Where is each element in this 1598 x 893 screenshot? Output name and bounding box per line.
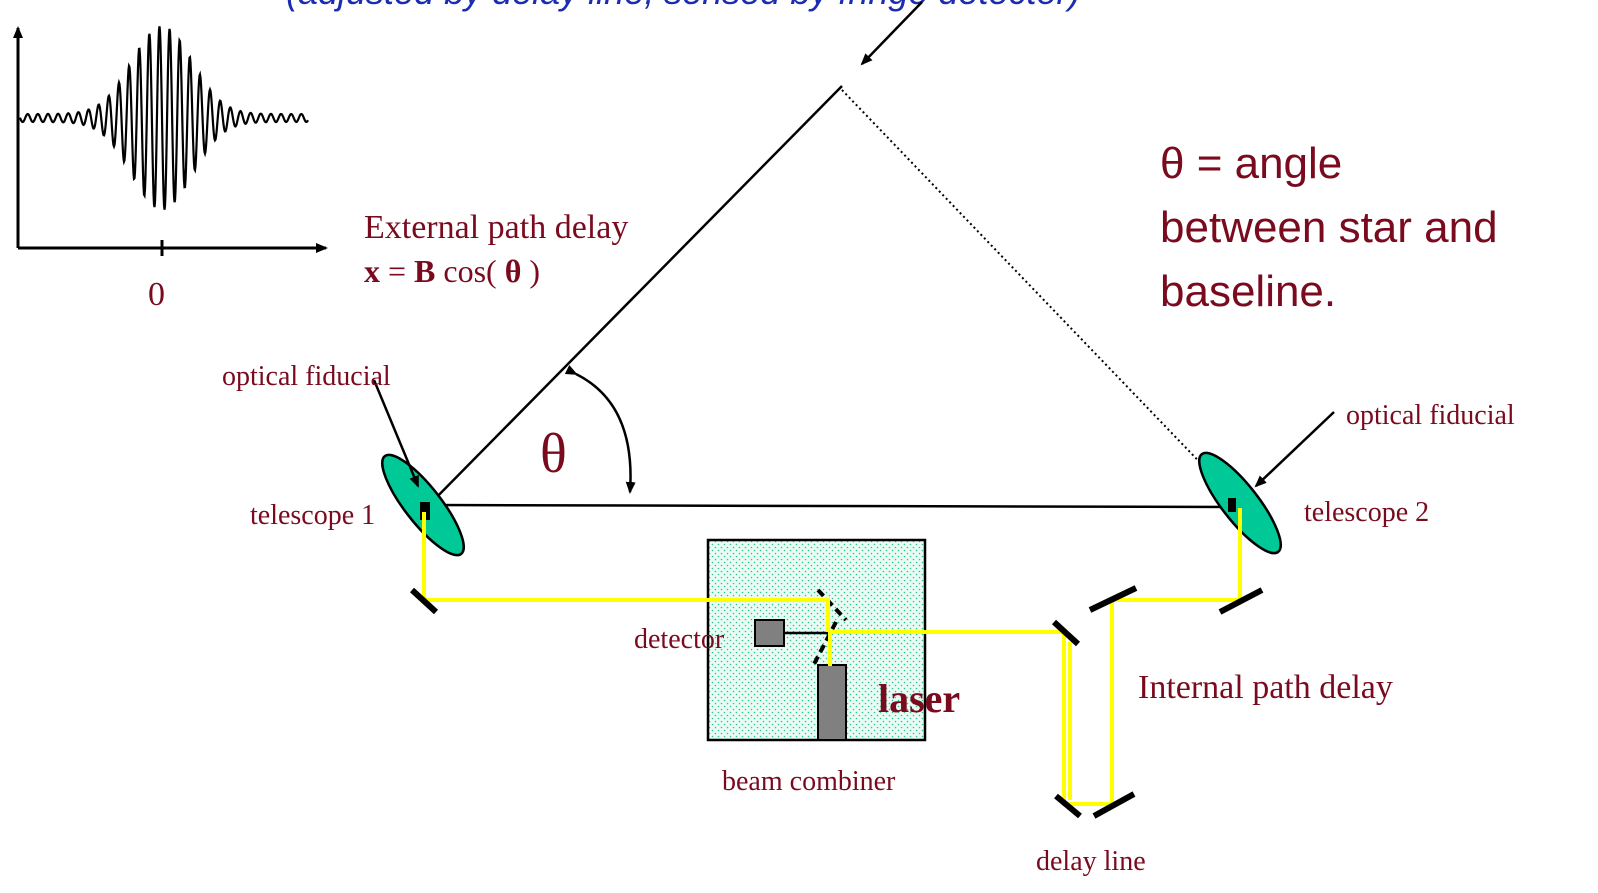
star-ray-arrow [860,1,923,66]
eq-x: x [364,253,380,289]
eq-theta: θ [505,253,522,289]
external-path-equation: x = B cos( θ ) [364,253,540,289]
mirror-delay-bottom-right [1092,791,1136,819]
mirror-delay-bottom-left [1054,793,1082,819]
detector-box [754,619,785,647]
laser-label: laser [878,676,960,721]
theta-symbol: θ [540,423,567,485]
beam-combiner-box [706,538,927,742]
mirror-delay-top-left [1051,619,1081,647]
optical-fiducial-left-label: optical fiducial [222,361,391,392]
angle-arc [564,365,636,494]
laser-source [817,664,847,741]
theta-note-line2: between star and [1160,203,1498,252]
fringe-waveform [18,26,309,210]
beamsplitter [816,588,848,622]
telescope1-label: telescope 1 [250,500,375,531]
eq-cos: cos( [443,253,496,289]
wavefront-dotted-line [841,89,1239,503]
delay-line-label: delay line [1036,846,1146,877]
theta-note-line3: baseline. [1160,267,1336,316]
external-path-label: External path delay [364,209,628,246]
fiducial-right-arrow [1254,411,1335,488]
telescope2-mirror [1198,451,1282,555]
mirror-telescope2-fold [1218,587,1264,615]
optical-fiducial-right-label: optical fiducial [1346,400,1515,431]
detector-label: detector [634,624,725,655]
telescope2-fiducial-marker [1228,498,1236,512]
star-ray-to-telescope1 [423,85,843,511]
telescope2-label: telescope 2 [1304,497,1429,528]
theta-note-line1: θ = angle [1160,139,1342,188]
internal-path-label: Internal path delay [1138,669,1393,706]
beam-path-telescope1 [422,512,830,632]
eq-equals: = [388,253,414,289]
baseline-arrow [429,501,1238,512]
beamsplitter-lower [810,621,838,669]
fringe-plot: 0 [13,26,328,313]
eq-close: ) [529,253,540,289]
telescope1-fiducial-marker [420,502,430,520]
mirror-delay-top-right [1088,585,1138,613]
fiducial-left-arrow [372,379,420,488]
eq-B: B [414,253,435,289]
beam-path-laser [828,508,1242,806]
top-caption: (adjusted by delay line, sensed by fring… [286,0,1080,12]
mirror-telescope1-fold [409,587,439,615]
beam-combiner-label: beam combiner [722,766,896,797]
fringe-zero-label: 0 [148,276,165,313]
